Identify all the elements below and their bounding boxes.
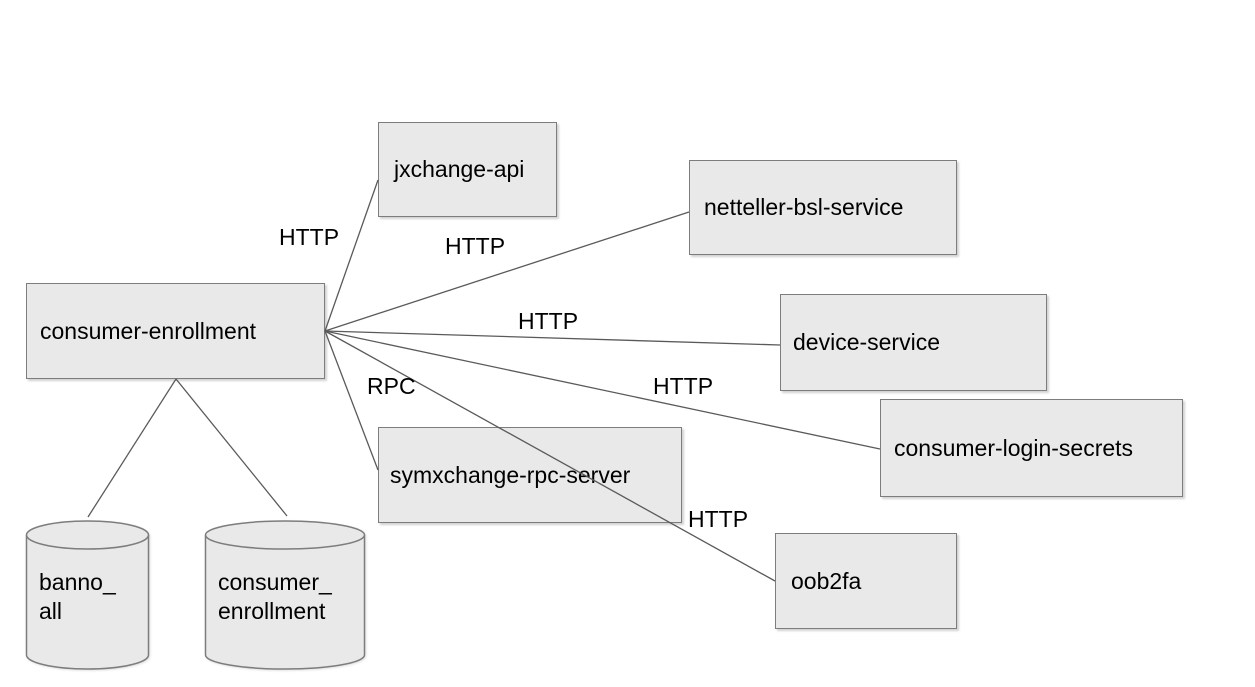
edge-label-http-device-service: HTTP [518, 308, 579, 334]
database-consumer-enrollment: consumer_ enrollment [204, 520, 366, 670]
node-consumer-enrollment-label: consumer-enrollment [40, 317, 257, 344]
database-banno-all-label: banno_ all [39, 568, 116, 626]
edge-label-rpc-symxchange-rpc-server: RPC [367, 373, 416, 399]
node-jxchange-api: jxchange-api [378, 122, 557, 217]
edge-label-http-jxchange-api: HTTP [279, 224, 340, 250]
edge-label-http-netteller-bsl-service: HTTP [445, 233, 506, 259]
edge-label-http-consumer-login-secrets: HTTP [653, 373, 714, 399]
edge-consumer-enrollment-to-symxchange-rpc-server [324, 330, 379, 471]
node-oob2fa: oob2fa [775, 533, 957, 629]
node-consumer-login-secrets: consumer-login-secrets [880, 399, 1183, 497]
node-device-service: device-service [780, 294, 1047, 391]
edge-consumer-enrollment-to-netteller-bsl-service [324, 211, 690, 332]
cylinder-shape [25, 520, 150, 670]
node-jxchange-api-label: jxchange-api [394, 156, 525, 182]
database-consumer-enrollment-label-line1: consumer_ [218, 569, 332, 595]
database-consumer-enrollment-label: consumer_ enrollment [218, 568, 332, 626]
node-consumer-login-secrets-label: consumer-login-secrets [894, 434, 1134, 461]
node-netteller-bsl-service: netteller-bsl-service [689, 160, 957, 255]
database-banno-all: banno_ all [25, 520, 150, 670]
node-symxchange-rpc-server-label: symxchange-rpc-server [390, 461, 631, 488]
node-symxchange-rpc-server: symxchange-rpc-server [378, 427, 682, 523]
database-consumer-enrollment-label-line2: enrollment [218, 598, 326, 624]
node-oob2fa-label: oob2fa [791, 567, 862, 594]
edge-consumer-enrollment-to-jxchange-api [324, 179, 379, 332]
edge-consumer-enrollment-to-banno-all-db [87, 378, 177, 518]
database-banno-all-label-line2: all [39, 598, 63, 624]
node-netteller-bsl-service-label: netteller-bsl-service [704, 194, 904, 220]
database-banno-all-label-line1: banno_ [39, 569, 116, 595]
node-consumer-enrollment: consumer-enrollment [26, 283, 325, 379]
node-device-service-label: device-service [793, 329, 940, 355]
edge-label-http-oob2fa: HTTP [688, 506, 749, 532]
edge-consumer-enrollment-to-consumer-enrollment-db [175, 378, 288, 517]
